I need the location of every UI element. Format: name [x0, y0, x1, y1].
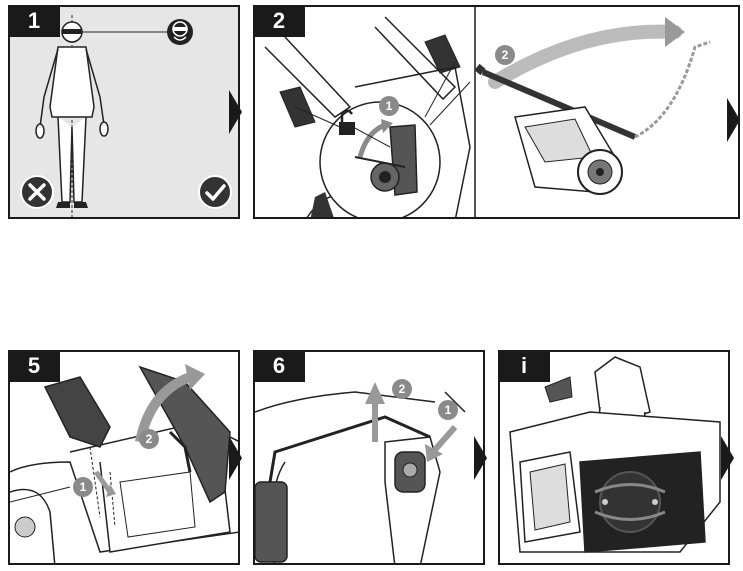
svg-text:1: 1 [386, 99, 393, 113]
next-arrow-6 [474, 436, 487, 480]
next-arrow-2 [727, 98, 740, 142]
handle-unlock-illustration [264, 7, 711, 217]
svg-text:1: 1 [80, 480, 87, 494]
svg-text:1: 1 [445, 403, 452, 417]
callout-2-step-2: 2 [495, 45, 515, 65]
step-6-panel: 6 1 2 [253, 350, 485, 565]
step-2-badge: 2 [255, 7, 305, 37]
svg-text:2: 2 [146, 432, 153, 446]
step-info-badge: i [500, 352, 550, 382]
step-info-panel: i [498, 350, 730, 565]
callout-1-step-5: 1 [73, 477, 93, 497]
next-arrow-1 [229, 90, 242, 134]
next-arrow-info [721, 436, 734, 480]
callout-2-step-5: 2 [139, 429, 159, 449]
step-1-badge: 1 [10, 7, 60, 37]
step-6-badge: 6 [255, 352, 305, 382]
check-circle-icon [198, 175, 232, 209]
ppe-person-illustration [35, 15, 170, 217]
callout-1-step-2: 1 [379, 96, 399, 116]
step-1-panel: 1 [8, 5, 240, 219]
step-5-badge: 5 [10, 352, 60, 382]
step-2-panel: 2 [253, 5, 740, 219]
safety-glasses-icon [167, 19, 193, 45]
callout-1-step-6: 1 [438, 400, 458, 420]
callout-2-step-6: 2 [392, 379, 412, 399]
chute-mount-illustration [10, 364, 238, 563]
next-arrow-5 [229, 436, 242, 480]
step-5-panel: 5 1 2 [8, 350, 240, 565]
cross-circle-icon [20, 175, 54, 209]
svg-text:2: 2 [399, 382, 406, 396]
assembled-snowblower-illustration [509, 356, 721, 553]
chute-rod-illustration [255, 382, 466, 563]
svg-text:2: 2 [502, 48, 509, 62]
